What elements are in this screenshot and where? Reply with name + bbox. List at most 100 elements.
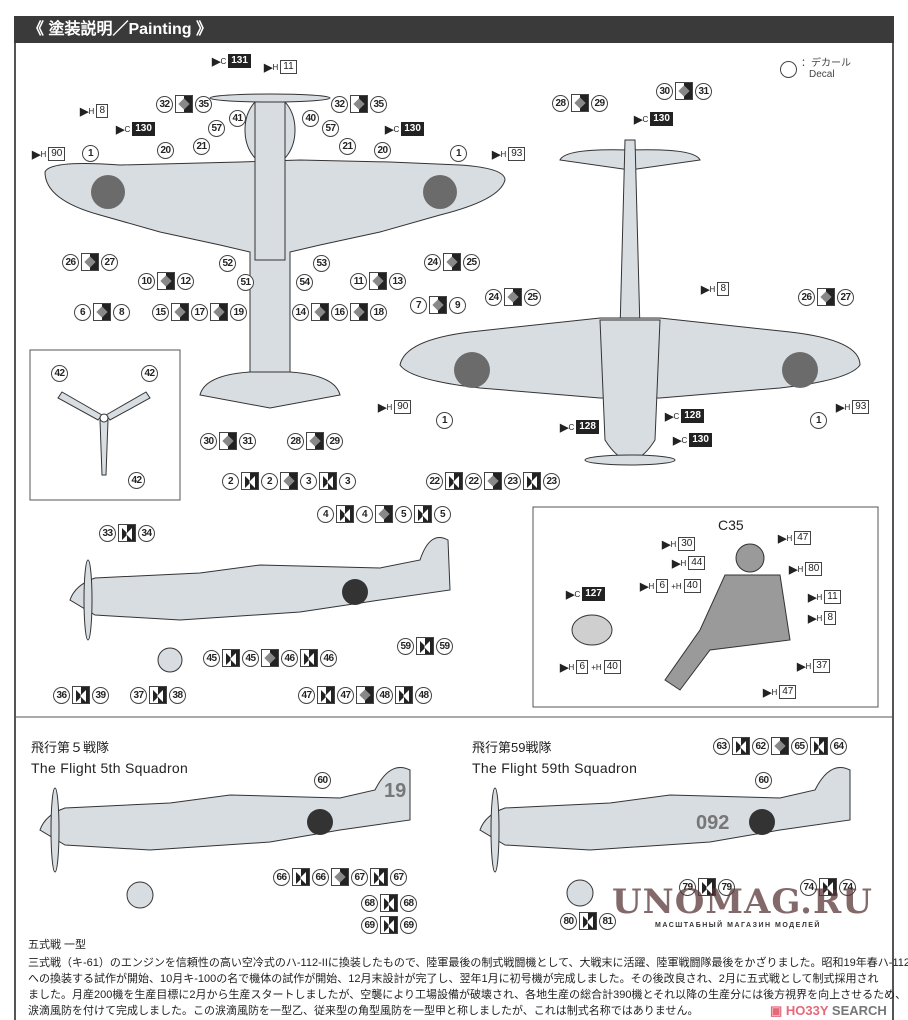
decal-number: 80 xyxy=(560,912,577,930)
paint-icon: ▶ xyxy=(778,532,787,545)
decal-number: 3 xyxy=(339,472,356,490)
squadron5-aircraft xyxy=(39,767,411,909)
decal-number: 36 xyxy=(53,686,70,704)
decal-arrow-icon xyxy=(331,868,349,886)
decal-bowtie-icon xyxy=(319,472,337,490)
decal-number: 27 xyxy=(101,253,118,271)
decal-number: 74 xyxy=(800,878,817,896)
decal-number: 6 xyxy=(74,303,91,321)
hobby-brand-text: HO33Y xyxy=(785,1003,829,1018)
paint-icon: ▶ xyxy=(378,401,387,414)
decal-bowtie-icon xyxy=(118,524,136,542)
paint-number: 127 xyxy=(582,587,605,601)
paint-number: 90 xyxy=(394,400,412,414)
decal-number: 4 xyxy=(317,505,334,523)
paint-type: C xyxy=(568,422,575,432)
decal-number: 64 xyxy=(830,737,847,755)
paint-icon: ▶ xyxy=(116,123,125,136)
watermark-subtitle: МАСШТАБНЫЙ МАГАЗИН МОДЕЛЕЙ xyxy=(655,922,821,929)
decal-bowtie-icon xyxy=(810,737,828,755)
squadron5-title-jp: 飛行第５戦隊 xyxy=(31,740,110,755)
decal-number: 22 xyxy=(465,472,482,490)
decal-bowtie-icon xyxy=(292,868,310,886)
decal-callout: 21 xyxy=(193,138,210,155)
decal-bowtie-icon xyxy=(416,637,434,655)
decal-number: 30 xyxy=(656,82,673,100)
paint-number: 130 xyxy=(650,112,673,126)
top-view-aircraft xyxy=(44,93,506,409)
paint-icon: ▶ xyxy=(836,401,845,414)
instruction-page xyxy=(14,16,894,1020)
decal-number: 28 xyxy=(552,94,569,112)
decal-callout: 60 xyxy=(314,772,331,789)
decal-number: 35 xyxy=(370,95,387,113)
decal-number: 79 xyxy=(679,878,696,896)
paint-icon: ▶ xyxy=(673,434,682,447)
decal-number: 74 xyxy=(839,878,856,896)
decal-number: 25 xyxy=(524,288,541,306)
decal-arrow-icon xyxy=(484,472,502,490)
paint-type: H xyxy=(680,558,687,568)
decal-number: 18 xyxy=(370,303,387,321)
paint-type: C xyxy=(220,56,227,66)
decal-number: 32 xyxy=(331,95,348,113)
decal-number: 47 xyxy=(298,686,315,704)
paint-icon: ▶ xyxy=(662,538,671,551)
paint-number: 44 xyxy=(688,556,706,570)
decal-arrow-icon xyxy=(93,303,111,321)
decal-number: 67 xyxy=(351,868,368,886)
decal-arrow-icon xyxy=(429,296,447,314)
decal-arrow-icon xyxy=(504,288,522,306)
decal-group: 32 35 xyxy=(331,95,387,113)
decal-arrow-icon xyxy=(571,94,589,112)
decal-number: 67 xyxy=(390,868,407,886)
decal-number: 26 xyxy=(798,288,815,306)
paint-number: 40 xyxy=(603,660,621,674)
decal-callout: 40 xyxy=(302,110,319,127)
hobby-logo-icon: ▣ xyxy=(770,1003,786,1018)
decal-group: 30 31 xyxy=(656,82,712,100)
decal-number: 9 xyxy=(449,296,466,314)
paint-type: H xyxy=(272,62,279,72)
propeller-drawing xyxy=(29,349,181,501)
decal-number: 31 xyxy=(695,82,712,100)
decal-number: 48 xyxy=(415,686,432,704)
description-block: 五式戦 一型 三式戦（キ-61）のエンジンを信頼性の高い空冷式のハ-112-II… xyxy=(28,937,908,1019)
decal-bowtie-icon xyxy=(336,505,354,523)
paint-number: 6 xyxy=(656,579,669,593)
decal-number: 62 xyxy=(752,737,769,755)
decal-bowtie-icon xyxy=(579,912,597,930)
decal-number: 63 xyxy=(713,737,730,755)
paint-type: C xyxy=(673,411,680,421)
page-header: 《 塗装説明／Painting 》 xyxy=(14,16,894,43)
decal-number: 66 xyxy=(312,868,329,886)
paint-number: 130 xyxy=(132,122,155,136)
decal-number: 15 xyxy=(152,303,169,321)
decal-number: 14 xyxy=(292,303,309,321)
paint-number: 128 xyxy=(681,409,704,423)
decal-number: 26 xyxy=(62,253,79,271)
decal-circle-icon xyxy=(780,60,797,78)
decal-bowtie-icon xyxy=(732,737,750,755)
decal-bowtie-icon xyxy=(819,878,837,896)
squadron59-aircraft xyxy=(479,767,851,907)
paint-type: H xyxy=(648,581,655,591)
decal-bowtie-icon xyxy=(149,686,167,704)
decal-arrow-icon xyxy=(219,432,237,450)
